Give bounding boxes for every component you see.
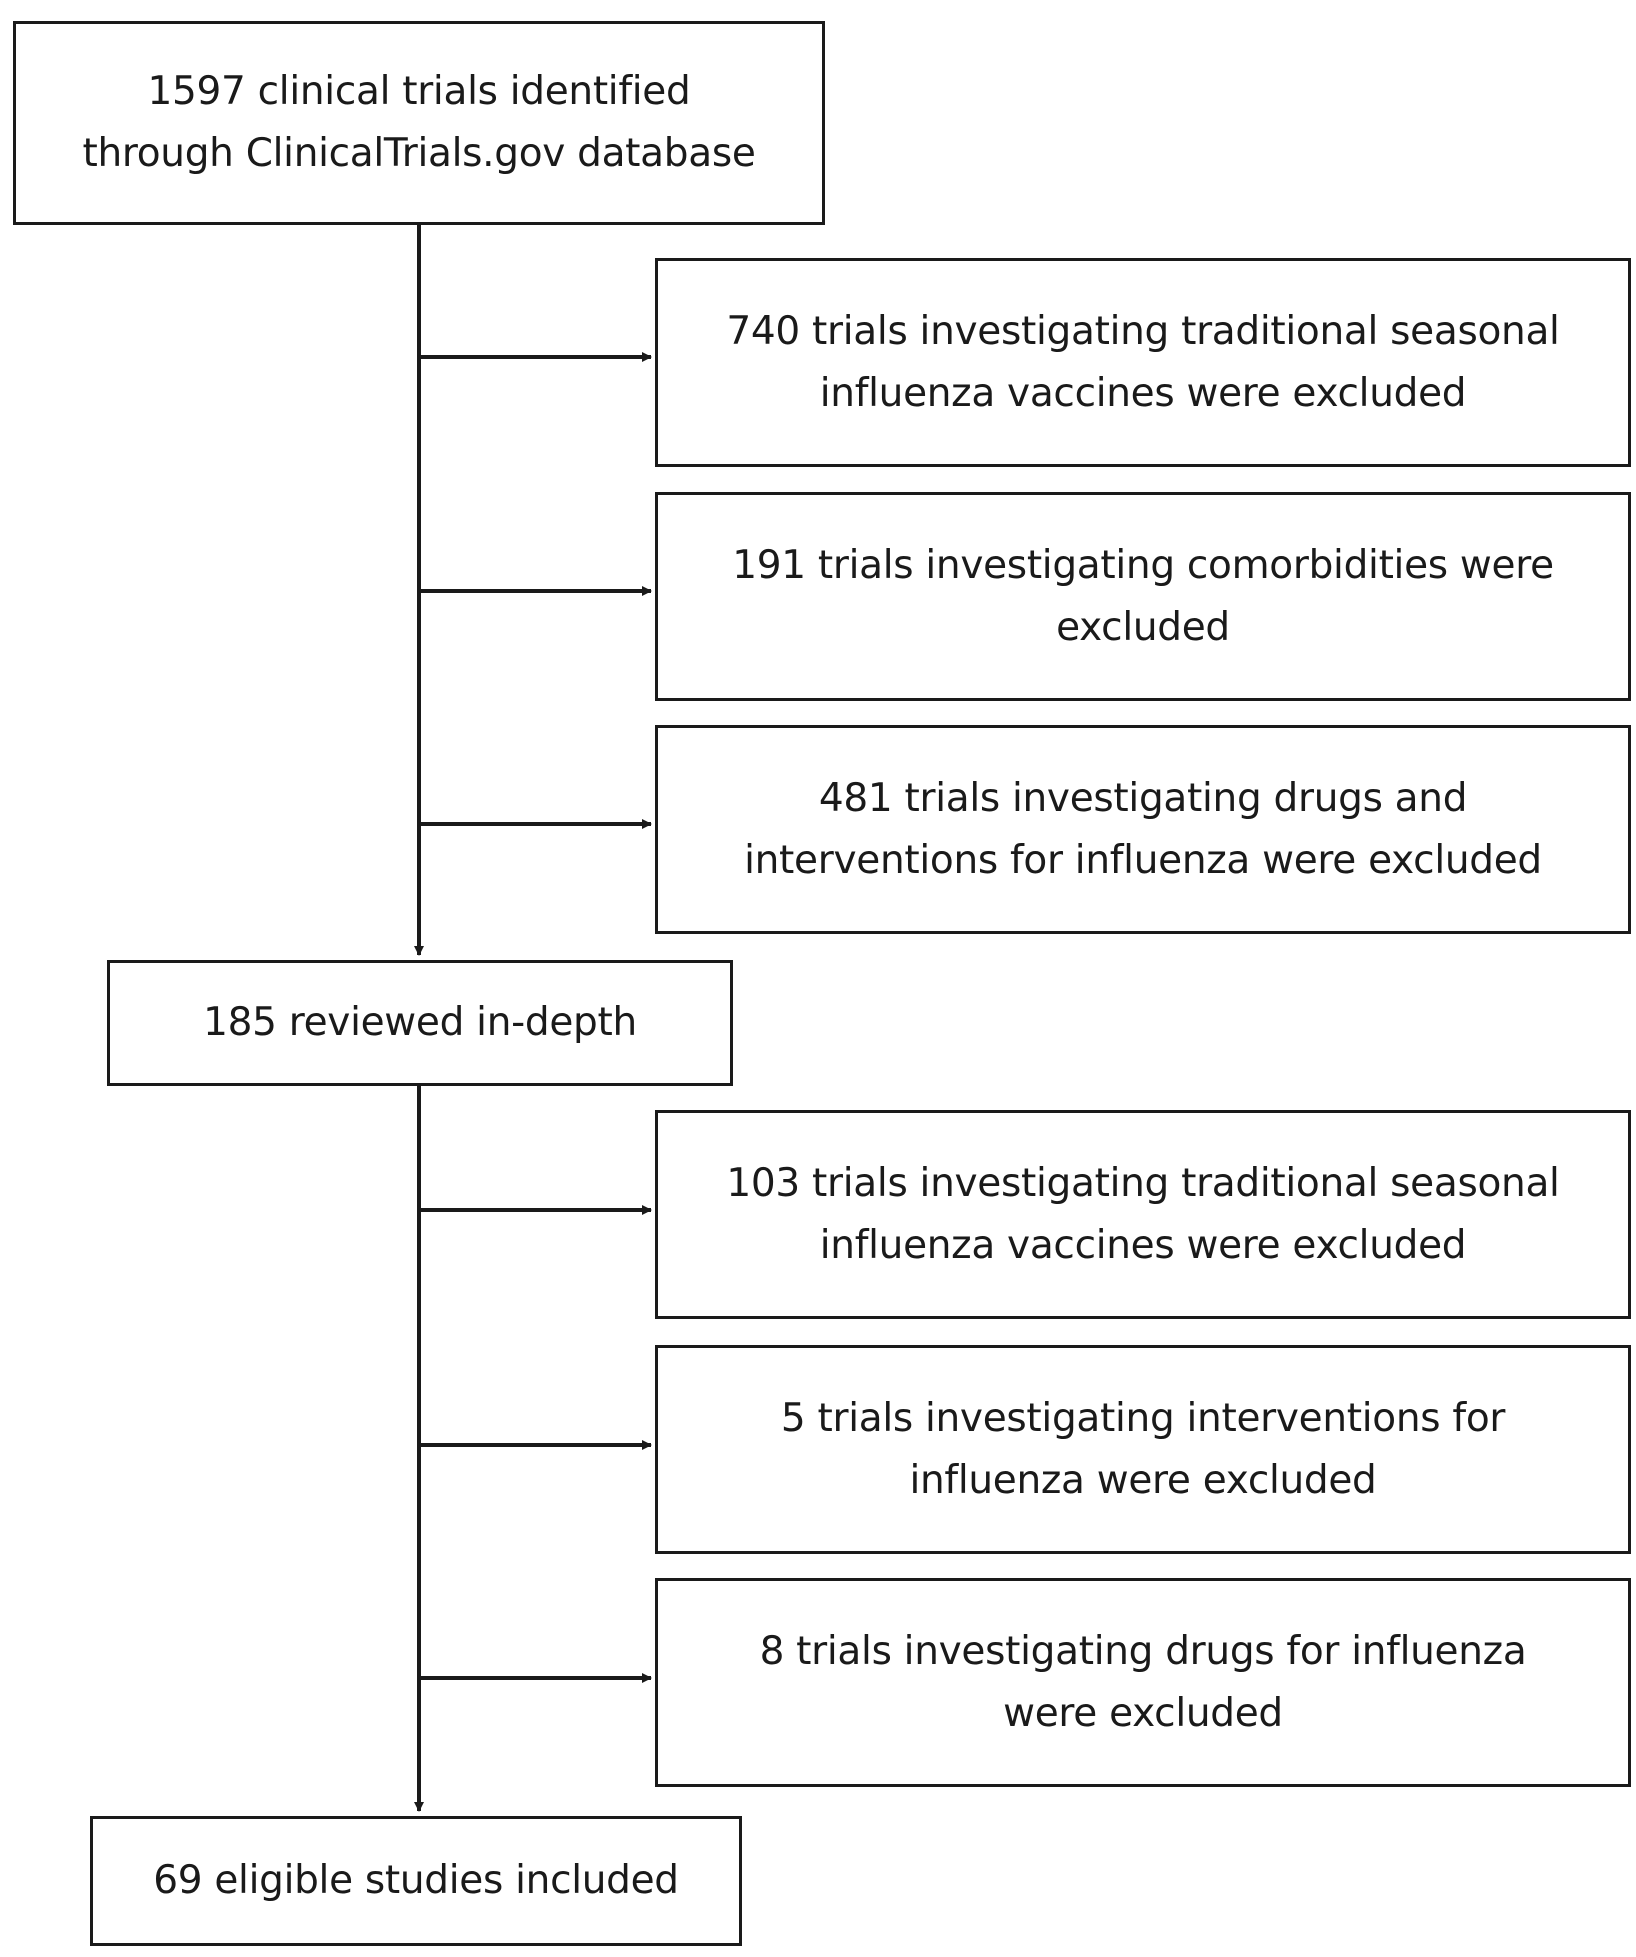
included-studies-text: 69 eligible studies included [153,1858,679,1903]
exclusion-text-drugs-stage2: 8 trials investigating drugs for influen… [759,1628,1527,1736]
exclusion-box-seasonal-vaccines-stage2: 103 trials investigating traditional sea… [655,1110,1631,1319]
identified-trials-box: 1597 clinical trials identified through … [13,21,825,225]
exclusion-box-drugs-stage2: 8 trials investigating drugs for influen… [655,1578,1631,1787]
identified-trials-text: 1597 clinical trials identified through … [82,69,756,176]
exclusion-box-comorbidities: 191 trials investigating comorbidities w… [655,492,1631,701]
reviewed-in-depth-text: 185 reviewed in-depth [203,1000,637,1045]
reviewed-in-depth-box: 185 reviewed in-depth [107,960,733,1086]
exclusion-text-seasonal-vaccines-stage2: 103 trials investigating traditional sea… [726,1160,1560,1268]
exclusion-text-comorbidities: 191 trials investigating comorbidities w… [732,542,1554,650]
included-studies-box: 69 eligible studies included [90,1816,742,1946]
exclusion-text-interventions-stage2: 5 trials investigating interventions for… [780,1395,1506,1503]
exclusion-box-drugs-interventions: 481 trials investigating drugs and inter… [655,725,1631,934]
exclusion-text-drugs-interventions: 481 trials investigating drugs and inter… [744,775,1542,883]
exclusion-box-interventions-stage2: 5 trials investigating interventions for… [655,1345,1631,1554]
exclusion-box-seasonal-vaccines: 740 trials investigating traditional sea… [655,258,1631,467]
exclusion-text-seasonal-vaccines: 740 trials investigating traditional sea… [726,308,1560,416]
